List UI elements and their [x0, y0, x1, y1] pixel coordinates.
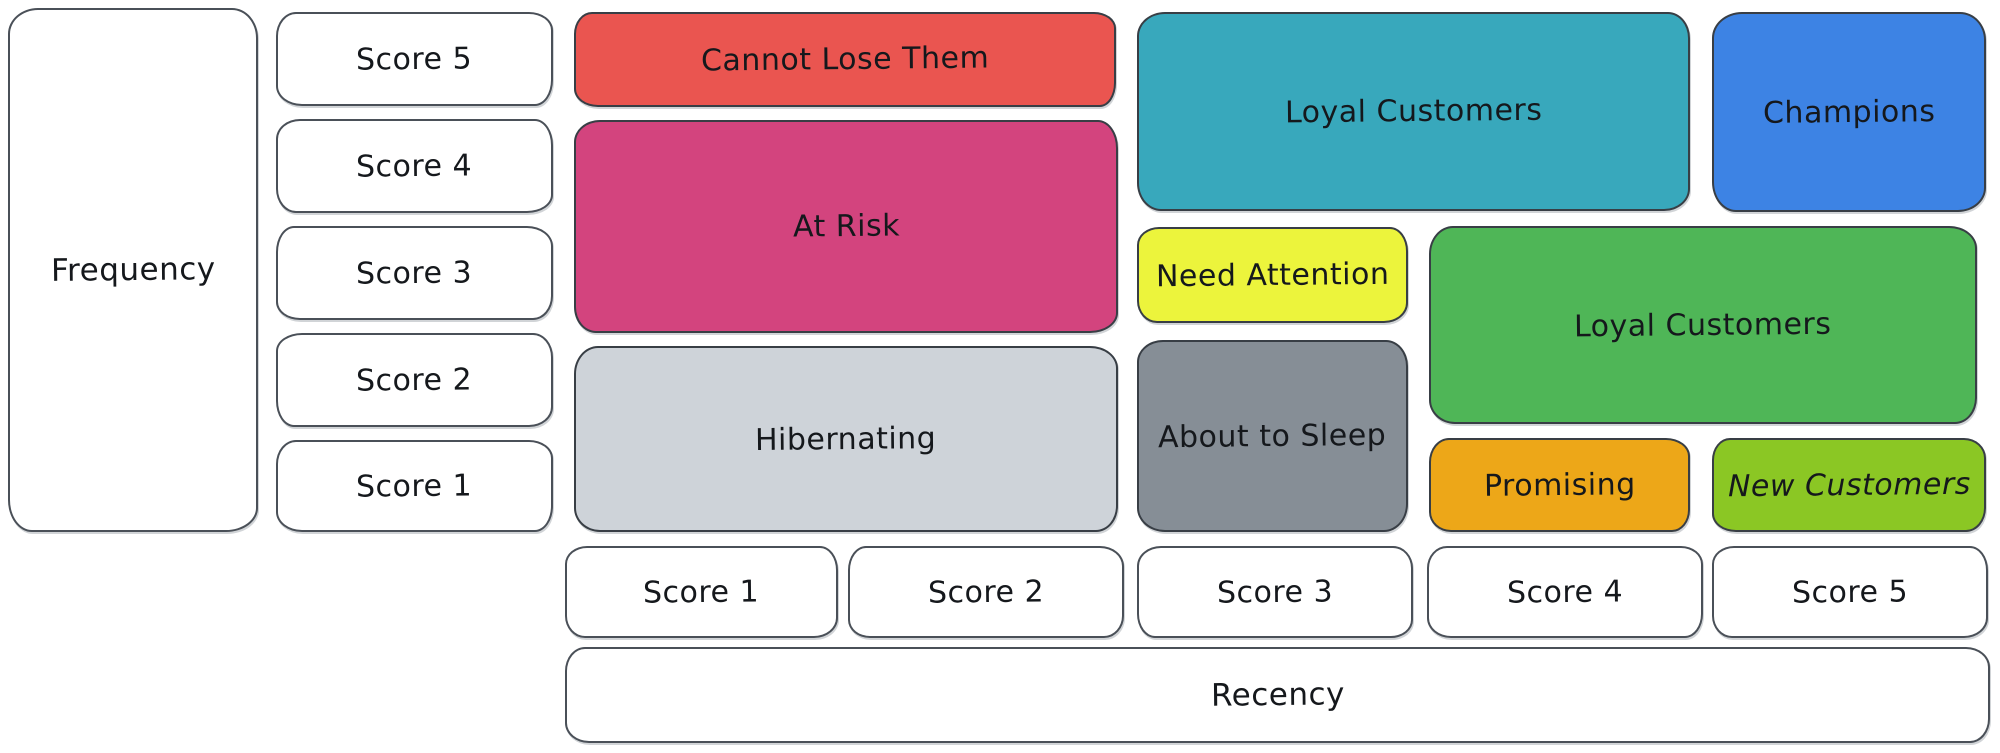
recency-axis-label: Recency	[1210, 676, 1345, 714]
segment-at-risk-label: At Risk	[792, 208, 900, 245]
recency-score-3-box: Score 3	[1137, 546, 1413, 638]
segment-promising-label: Promising	[1483, 466, 1636, 504]
frequency-score-5-label: Score 5	[356, 40, 473, 78]
frequency-score-3-box: Score 3	[276, 226, 553, 320]
segment-champions-label: Champions	[1762, 93, 1936, 131]
segment-cannot-lose-them-label: Cannot Lose Them	[700, 40, 990, 79]
frequency-score-4-label: Score 4	[356, 147, 473, 185]
frequency-axis-label: Frequency	[50, 251, 216, 289]
segment-about-to-sleep-label: About to Sleep	[1158, 417, 1387, 455]
segment-need-attention-label: Need Attention	[1155, 256, 1390, 294]
segment-new-customers: New Customers	[1712, 438, 1986, 532]
segment-cannot-lose-them: Cannot Lose Them	[574, 12, 1116, 107]
segment-champions: Champions	[1712, 12, 1986, 212]
segment-about-to-sleep: About to Sleep	[1137, 340, 1408, 532]
segment-promising: Promising	[1429, 438, 1690, 532]
recency-score-5-label: Score 5	[1791, 573, 1909, 611]
recency-score-1-label: Score 1	[643, 573, 760, 611]
recency-score-3-label: Score 3	[1216, 573, 1334, 611]
segment-hibernating: Hibernating	[574, 346, 1118, 532]
segment-loyal-customers-green-label: Loyal Customers	[1574, 306, 1832, 344]
segment-need-attention: Need Attention	[1137, 227, 1408, 323]
segment-loyal-customers-teal-label: Loyal Customers	[1284, 92, 1543, 131]
recency-score-5-box: Score 5	[1712, 546, 1988, 638]
segment-loyal-customers-green: Loyal Customers	[1429, 226, 1977, 424]
segment-at-risk: At Risk	[574, 120, 1118, 333]
recency-score-2-box: Score 2	[848, 546, 1124, 638]
segment-loyal-customers-teal: Loyal Customers	[1137, 12, 1690, 211]
recency-axis-label-box: Recency	[565, 647, 1990, 743]
frequency-score-1-label: Score 1	[356, 467, 473, 505]
recency-score-4-label: Score 4	[1506, 573, 1624, 611]
frequency-score-3-label: Score 3	[356, 254, 473, 292]
frequency-score-2-box: Score 2	[276, 333, 553, 427]
recency-score-2-label: Score 2	[927, 573, 1045, 611]
frequency-score-2-label: Score 2	[356, 361, 473, 399]
segment-hibernating-label: Hibernating	[755, 420, 937, 458]
frequency-axis-label-box: Frequency	[8, 8, 258, 532]
segment-new-customers-label: New Customers	[1727, 466, 1971, 504]
frequency-score-4-box: Score 4	[276, 119, 553, 213]
recency-score-1-box: Score 1	[565, 546, 838, 638]
frequency-score-1-box: Score 1	[276, 440, 553, 532]
frequency-score-5-box: Score 5	[276, 12, 553, 106]
recency-score-4-box: Score 4	[1427, 546, 1703, 638]
